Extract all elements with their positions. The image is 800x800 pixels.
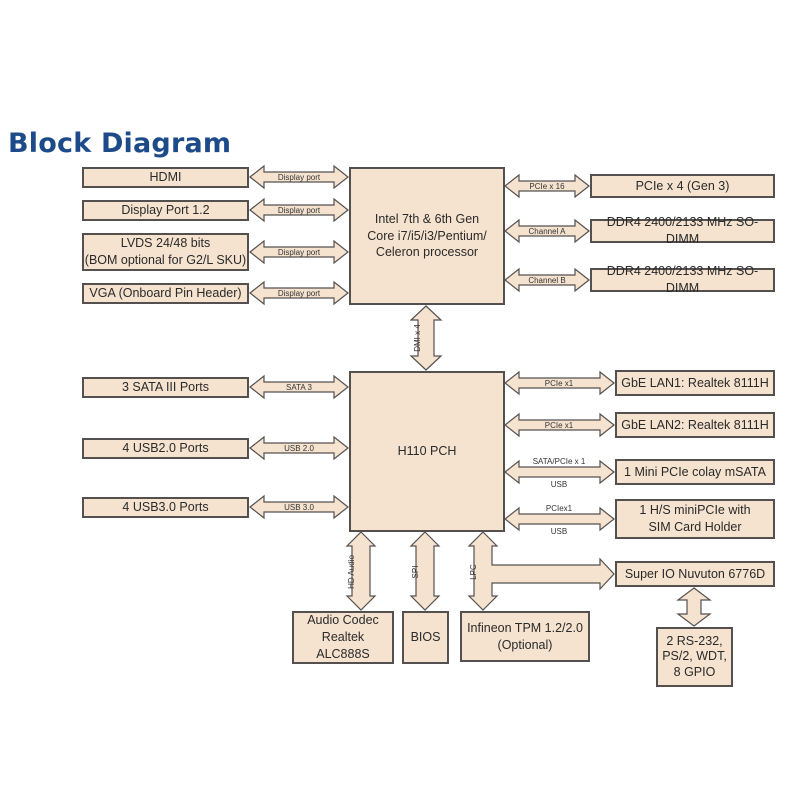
superio-block: Super IO Nuvuton 6776D: [615, 561, 775, 587]
double-arrow-icon: [504, 173, 590, 199]
sata-ports-block: 3 SATA III Ports: [82, 377, 249, 398]
lpc-arrow-icon: [467, 531, 615, 611]
displayport-block: Display Port 1.2: [82, 200, 249, 221]
tpm-block: Infineon TPM 1.2/2.0 (Optional): [460, 611, 590, 662]
bus-label: Display port: [278, 173, 321, 182]
bus-label: USB: [551, 527, 567, 536]
bus-label: USB 3.0: [284, 503, 314, 512]
bus-label: Display port: [278, 248, 321, 257]
double-arrow-icon: [504, 267, 590, 293]
ddr4-channel-a-block: DDR4 2400/2133 MHz SO-DIMM: [590, 215, 775, 246]
bus-label: Display port: [278, 289, 321, 298]
double-arrow-icon: [249, 239, 349, 265]
double-arrow-icon: [504, 459, 615, 485]
double-arrow-icon: [504, 412, 615, 438]
vga-block: VGA (Onboard Pin Header): [82, 283, 249, 304]
bus-label: Display port: [278, 206, 321, 215]
double-arrow-icon: [676, 587, 712, 627]
double-arrow-icon: [249, 374, 349, 400]
double-arrow-icon: [409, 531, 441, 611]
lvds-block: LVDS 24/48 bits (BOM optional for G2/L S…: [82, 233, 249, 271]
double-arrow-icon: [249, 164, 349, 190]
double-arrow-icon: [504, 506, 615, 532]
cpu-block: Intel 7th & 6th Gen Core i7/i5/i3/Pentiu…: [349, 167, 505, 305]
double-arrow-icon: [504, 370, 615, 396]
bus-label: PCIex1: [546, 504, 573, 513]
bus-label: HD Audio: [347, 555, 356, 589]
bus-label: DMI x 4: [413, 324, 422, 352]
double-arrow-icon: [249, 197, 349, 223]
bus-label: Channel B: [528, 276, 565, 285]
superio-io-block: 2 RS-232, PS/2, WDT, 8 GPIO: [656, 627, 733, 687]
bus-label: SPI: [411, 566, 420, 579]
lan1-block: GbE LAN1: Realtek 8111H: [615, 370, 775, 396]
double-arrow-icon: [249, 280, 349, 306]
double-arrow-icon: [249, 494, 349, 520]
mini-pcie-msata-block: 1 Mini PCIe colay mSATA: [615, 459, 775, 485]
double-arrow-icon: [345, 531, 377, 611]
bus-label: LPC: [469, 564, 478, 580]
bus-label: SATA/PCIe x 1: [533, 457, 586, 466]
ddr4-channel-b-block: DDR4 2400/2133 MHz SO-DIMM: [590, 264, 775, 295]
lan2-block: GbE LAN2: Realtek 8111H: [615, 412, 775, 438]
bus-label: PCIe x1: [545, 379, 574, 388]
hs-minipcie-sim-block: 1 H/S miniPCIe with SIM Card Holder: [615, 499, 775, 539]
usb2-ports-block: 4 USB2.0 Ports: [82, 438, 249, 459]
bus-label: USB: [551, 480, 567, 489]
double-arrow-icon: [504, 218, 590, 244]
bus-label: PCIe x1: [545, 421, 574, 430]
bus-label: SATA 3: [286, 383, 312, 392]
audio-codec-block: Audio Codec Realtek ALC888S: [292, 611, 394, 664]
bus-label: PCIe x 16: [529, 182, 565, 191]
pch-block: H110 PCH: [349, 371, 505, 532]
page-title: Block Diagram: [8, 128, 232, 159]
bus-label: Channel A: [529, 227, 567, 236]
usb3-ports-block: 4 USB3.0 Ports: [82, 497, 249, 518]
pcie-x4-block: PCIe x 4 (Gen 3): [590, 174, 775, 198]
bios-block: BIOS: [402, 611, 449, 664]
double-arrow-icon: [409, 305, 443, 371]
hdmi-block: HDMI: [82, 167, 249, 188]
double-arrow-icon: [249, 435, 349, 461]
bus-label: USB 2.0: [284, 444, 314, 453]
